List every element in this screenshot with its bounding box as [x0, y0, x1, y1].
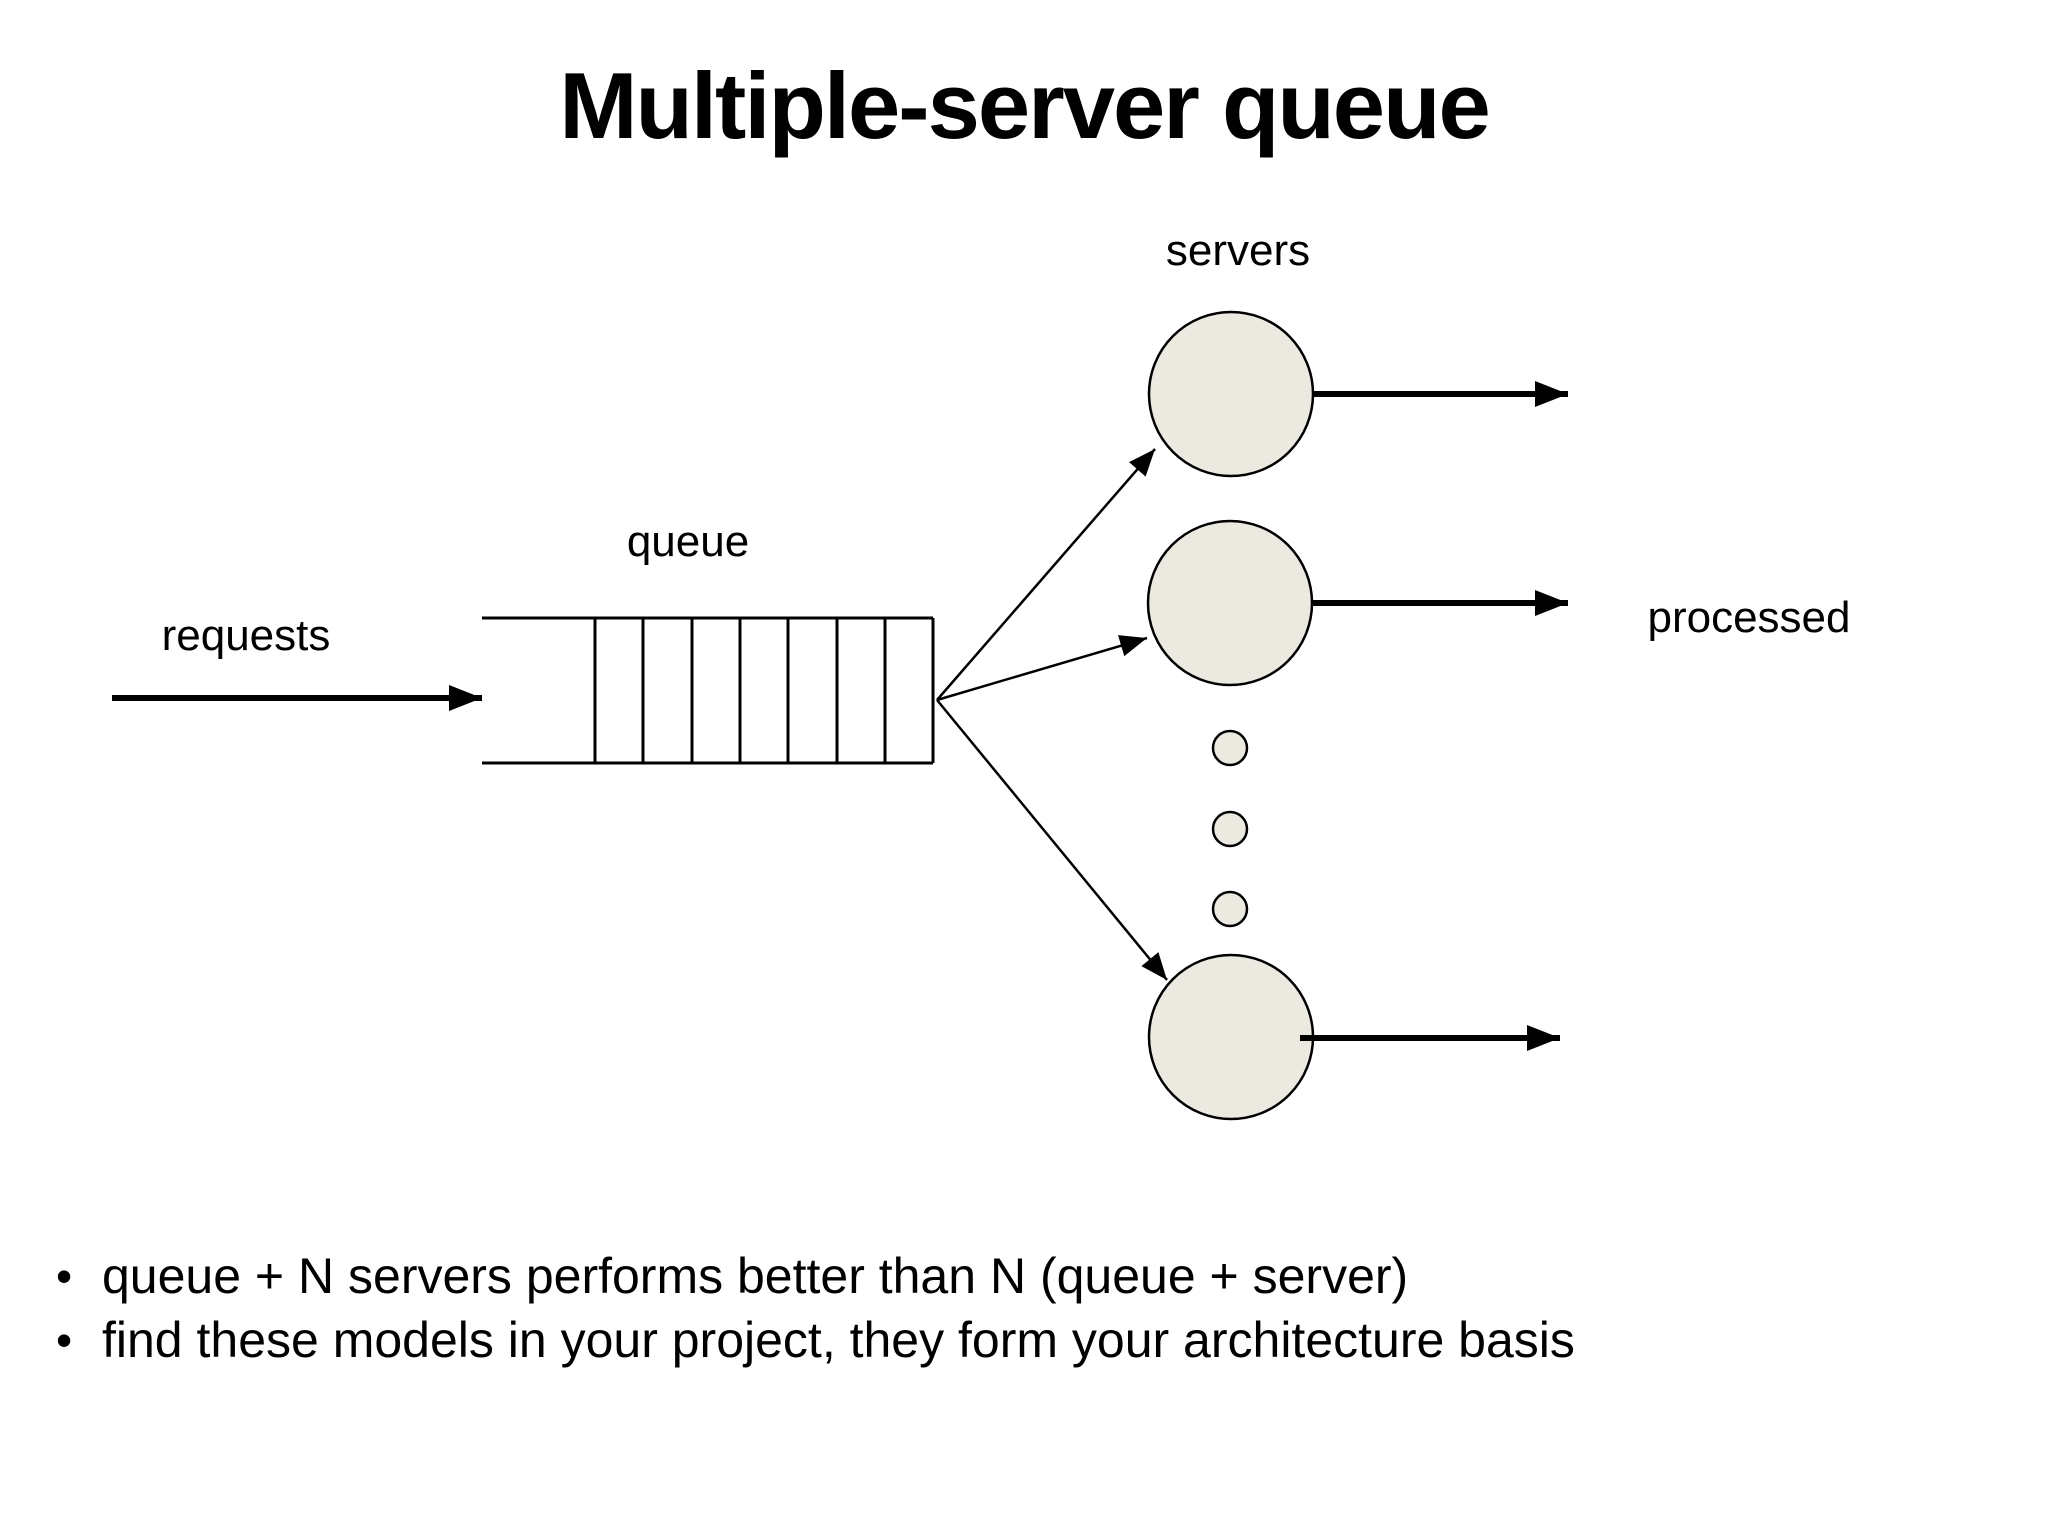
ellipsis-dot-3 [1211, 890, 1249, 928]
queue-to-server-1-arrow [936, 448, 1156, 701]
bullet-item-2: • find these models in your project, the… [56, 1308, 2016, 1372]
queue-to-server-2-arrow [936, 635, 1148, 702]
bullet-text-1: queue + N servers performs better than N… [102, 1248, 1409, 1304]
queue-label: queue [627, 517, 749, 566]
server-1-circle [1147, 310, 1315, 478]
server-n-circle [1147, 953, 1315, 1121]
requests-label: requests [162, 611, 331, 660]
servers-label: servers [1166, 226, 1310, 275]
bullet-item-1: • queue + N servers performs better than… [56, 1244, 2016, 1308]
server-2-circle [1146, 519, 1314, 687]
processed-label: processed [1647, 593, 1850, 642]
page-title: Multiple-server queue [559, 53, 1491, 158]
ellipsis-dot-1 [1211, 729, 1249, 767]
queue-to-server-n-arrow [936, 699, 1168, 981]
bullet-list: • queue + N servers performs better than… [56, 1244, 2016, 1372]
queue-slot-dividers [593, 618, 887, 763]
ellipsis-dot-2 [1211, 810, 1249, 848]
bullet-glyph: • [56, 1314, 73, 1366]
queue-box [482, 616, 935, 765]
bullet-glyph: • [56, 1250, 73, 1302]
bullet-text-2: find these models in your project, they … [102, 1312, 1575, 1368]
